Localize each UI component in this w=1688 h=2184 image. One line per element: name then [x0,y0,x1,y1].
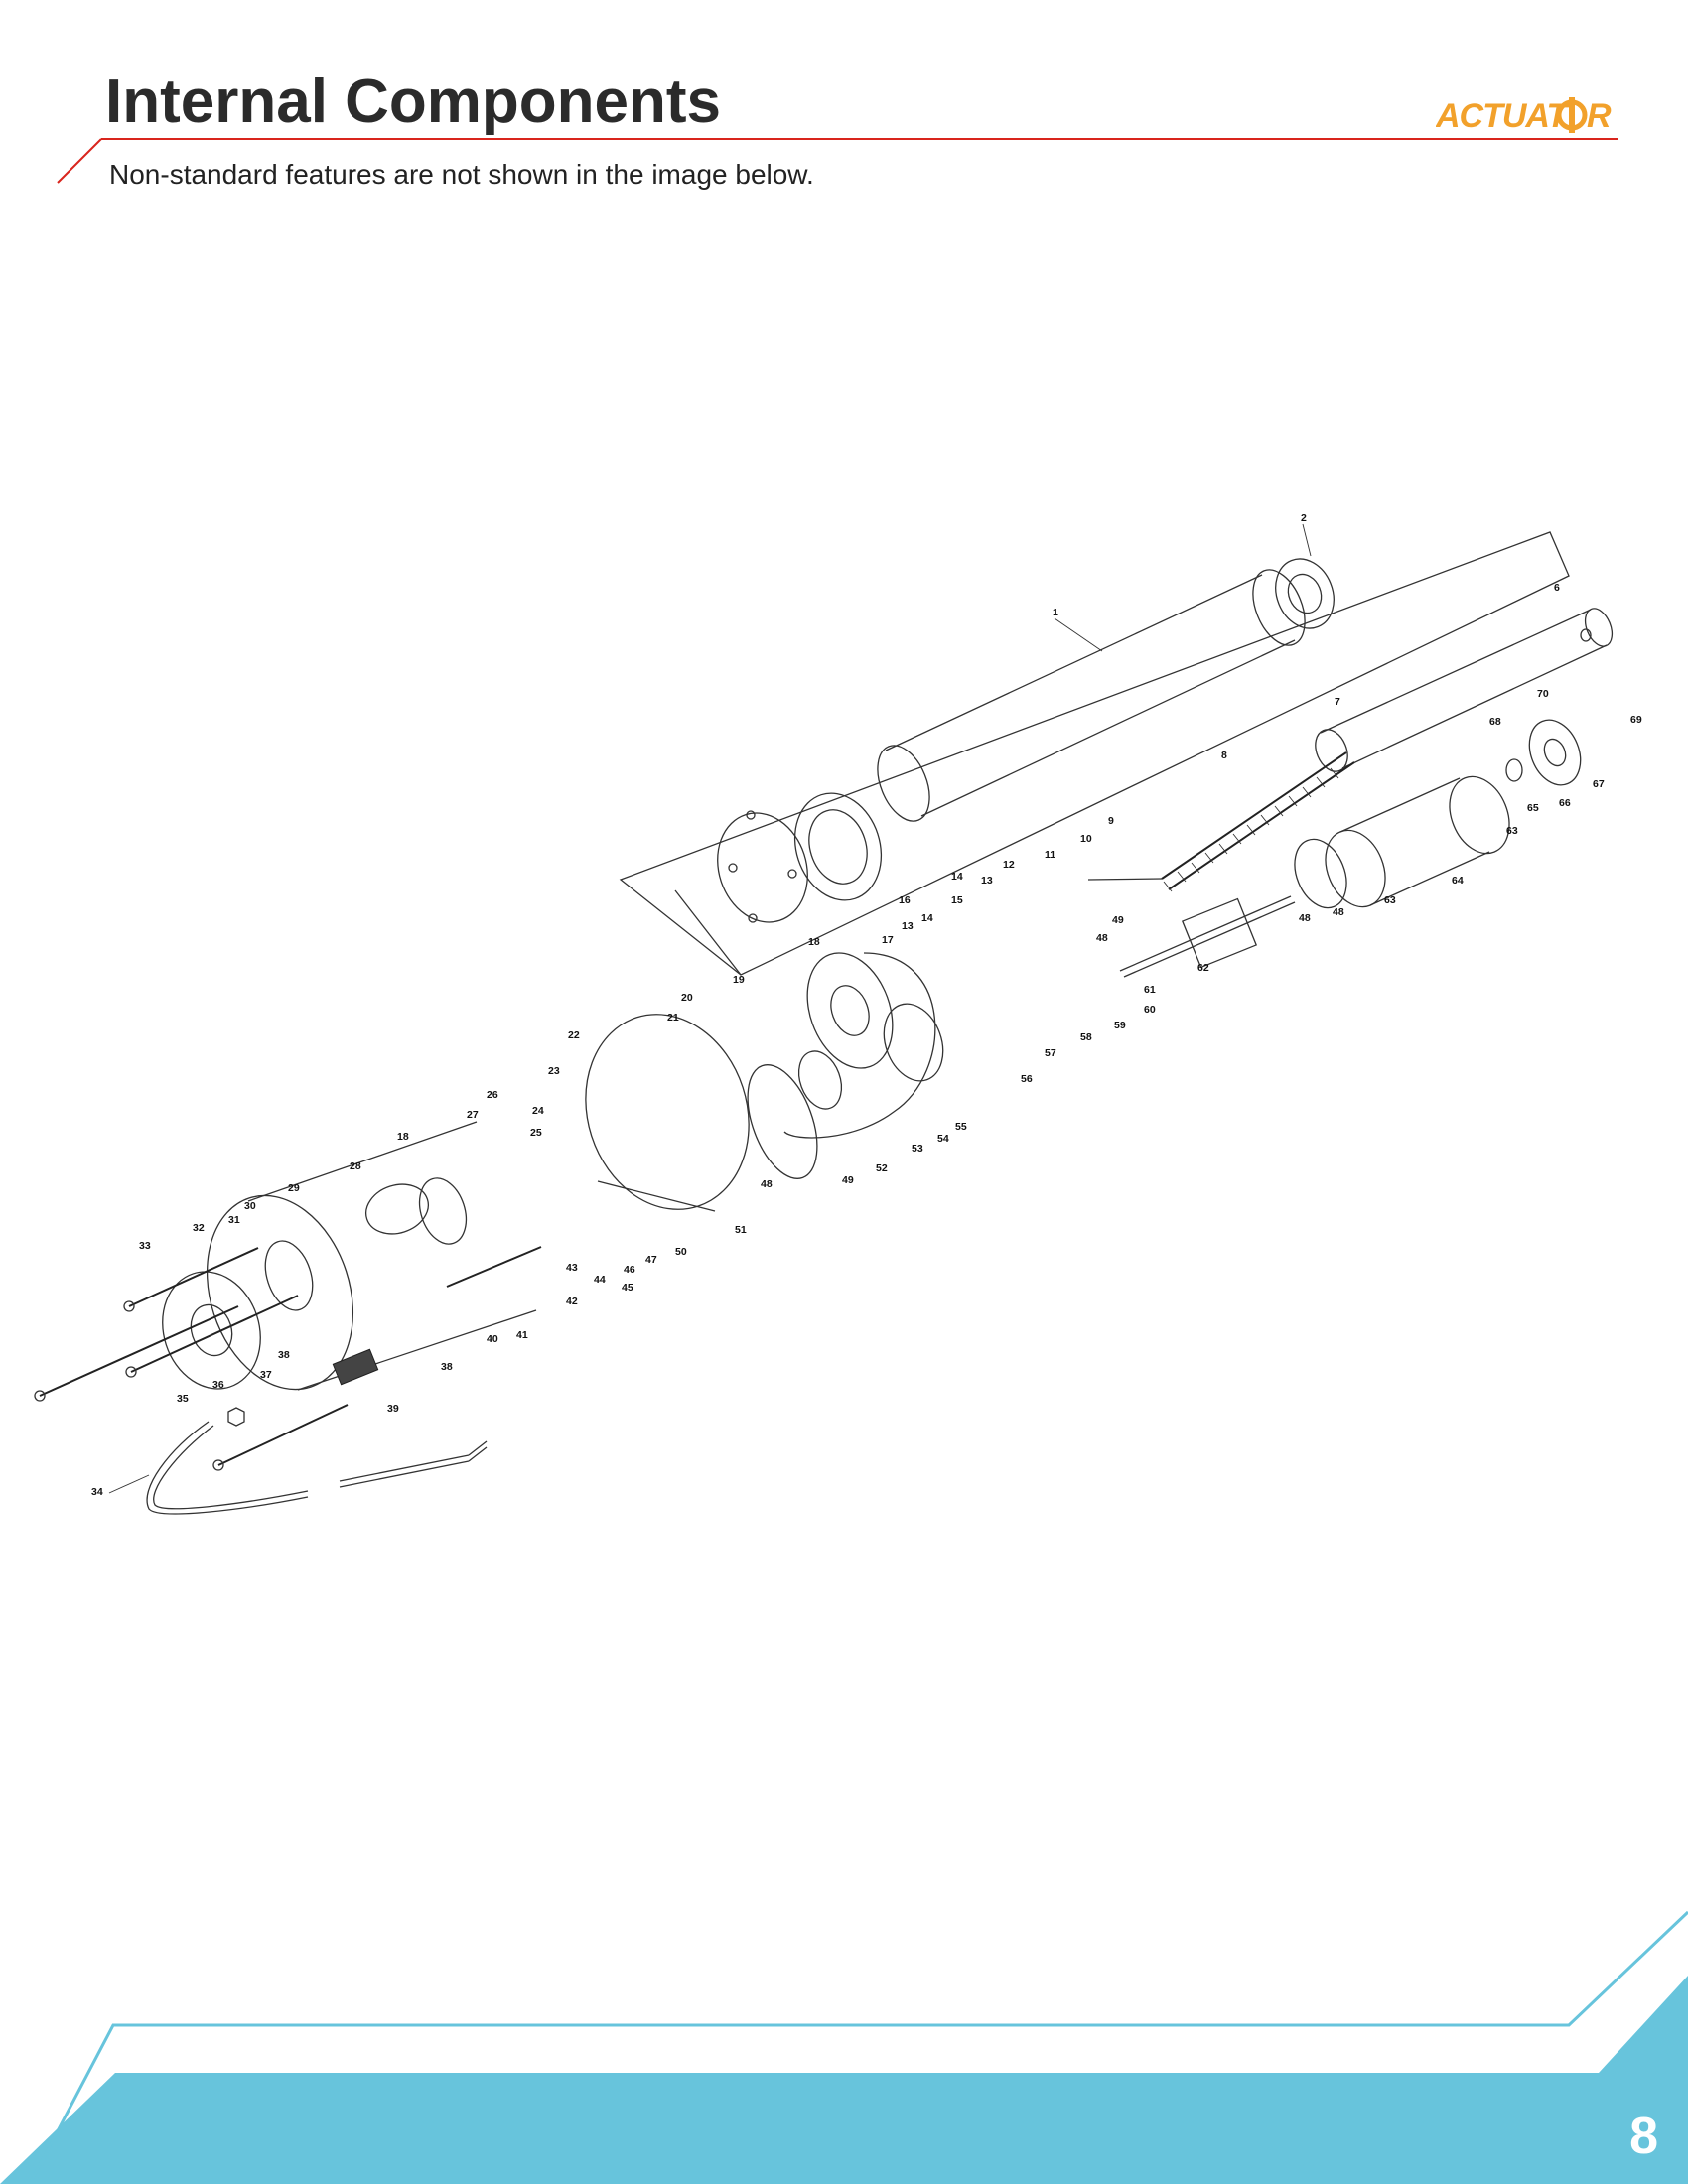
label-43: 43 [566,1262,578,1274]
label-24: 24 [532,1105,544,1117]
label-46: 46 [624,1264,635,1276]
label-62: 62 [1197,962,1209,974]
label-65: 65 [1527,802,1539,814]
gear-train [585,952,944,1212]
label-30: 30 [244,1200,256,1212]
label-59: 59 [1114,1020,1126,1031]
diagram-outline [619,531,1570,976]
label-66: 66 [1559,797,1571,809]
label-55: 55 [955,1121,967,1133]
label-7: 7 [1335,696,1340,708]
label-47: 47 [645,1254,657,1266]
label-48a: 48 [1333,906,1344,918]
label-63a: 63 [1506,825,1518,837]
label-70: 70 [1537,688,1549,700]
label-49a: 49 [842,1174,854,1186]
label-42: 42 [566,1296,578,1307]
label-13a: 13 [981,875,993,887]
label-19: 19 [733,974,745,986]
svg-text:R: R [1587,97,1612,135]
footer-band [0,1910,1688,2184]
label-8: 8 [1221,750,1227,761]
label-20: 20 [681,992,693,1004]
actuator-logo: ACTUAT R [1436,97,1613,135]
exploded-view-diagram: 2 1 6 7 70 69 68 67 66 65 63 64 63 48 48… [34,512,1642,1515]
rotor [1119,895,1296,978]
cable [146,1421,488,1515]
rear-housing [162,1121,537,1391]
label-15: 15 [951,894,963,906]
page-subtitle: Non-standard features are not shown in t… [109,159,814,190]
page-number: 8 [1629,2108,1658,2165]
label-33: 33 [139,1240,151,1252]
label-29: 29 [288,1182,300,1194]
label-63b: 63 [1384,894,1396,906]
label-22: 22 [568,1029,580,1041]
label-35: 35 [177,1393,189,1405]
label-10: 10 [1080,833,1092,845]
label-69: 69 [1630,714,1642,726]
label-40: 40 [487,1333,498,1345]
label-44: 44 [594,1274,606,1286]
label-48b: 48 [1299,912,1311,924]
label-53: 53 [912,1143,923,1155]
label-52: 52 [876,1162,888,1174]
label-13b: 13 [902,920,914,932]
page-title: Internal Components [105,68,722,136]
label-38b: 38 [441,1361,453,1373]
label-50: 50 [675,1246,687,1258]
part-labels: 2 1 6 7 70 69 68 67 66 65 63 64 63 48 48… [91,512,1642,1498]
inner-tube [1315,608,1614,772]
svg-text:ACTUAT: ACTUAT [1436,97,1570,135]
label-21: 21 [667,1012,679,1024]
label-32: 32 [193,1222,205,1234]
label-1: 1 [1053,607,1058,618]
label-54: 54 [937,1133,949,1145]
label-60: 60 [1144,1004,1156,1016]
header-rule [57,138,1618,184]
label-67: 67 [1593,778,1605,790]
outer-tube [877,558,1335,822]
label-18a: 18 [808,936,820,948]
label-17: 17 [882,934,894,946]
label-41: 41 [516,1329,528,1341]
label-31: 31 [228,1214,240,1226]
label-48c: 48 [761,1178,773,1190]
label-28: 28 [350,1160,361,1172]
label-11: 11 [1045,849,1055,861]
rods-and-bolts [34,1246,542,1471]
label-9: 9 [1108,815,1114,827]
label-56: 56 [1021,1073,1033,1085]
label-58: 58 [1080,1031,1092,1043]
label-49b: 49 [1112,914,1124,926]
label-18b: 18 [397,1131,409,1143]
lead-screw [1087,751,1355,892]
label-14a: 14 [951,871,963,883]
label-48d: 48 [1096,932,1108,944]
label-34: 34 [91,1486,103,1498]
front-flange [717,792,883,923]
label-45: 45 [622,1282,633,1294]
label-14b: 14 [921,912,933,924]
label-36: 36 [212,1379,224,1391]
label-12: 12 [1003,859,1015,871]
label-39: 39 [387,1403,399,1415]
label-61: 61 [1144,984,1156,996]
label-38a: 38 [278,1349,290,1361]
label-51: 51 [735,1224,747,1236]
label-57: 57 [1045,1047,1056,1059]
label-6: 6 [1554,582,1560,594]
motor-housing [1294,719,1582,909]
label-27: 27 [467,1109,479,1121]
label-37: 37 [260,1369,272,1381]
label-2: 2 [1301,512,1307,524]
label-16: 16 [899,894,911,906]
label-26: 26 [487,1089,498,1101]
label-68: 68 [1489,716,1501,728]
label-64: 64 [1452,875,1464,887]
label-23: 23 [548,1065,560,1077]
label-25: 25 [530,1127,542,1139]
